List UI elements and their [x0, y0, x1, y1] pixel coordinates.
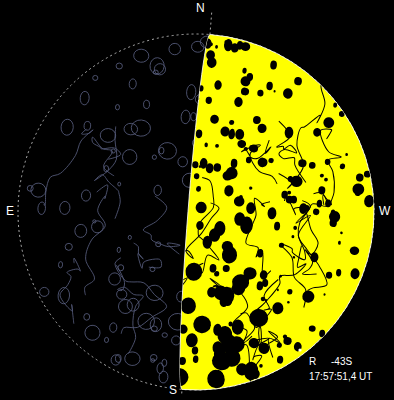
info-text: -43S — [330, 356, 353, 367]
disk-outline — [5, 21, 388, 400]
lit-features — [155, 36, 385, 400]
compass-label: W — [378, 205, 391, 218]
compass-label: S — [168, 384, 178, 397]
info-text: 17:57:51,4 UT — [308, 371, 373, 382]
dark-side-features — [13, 23, 215, 385]
compass-label: N — [195, 2, 206, 15]
marker-dot — [298, 348, 301, 351]
info-text: R — [308, 356, 317, 367]
compass-label: E — [5, 205, 15, 218]
sunlit-area — [174, 34, 387, 400]
